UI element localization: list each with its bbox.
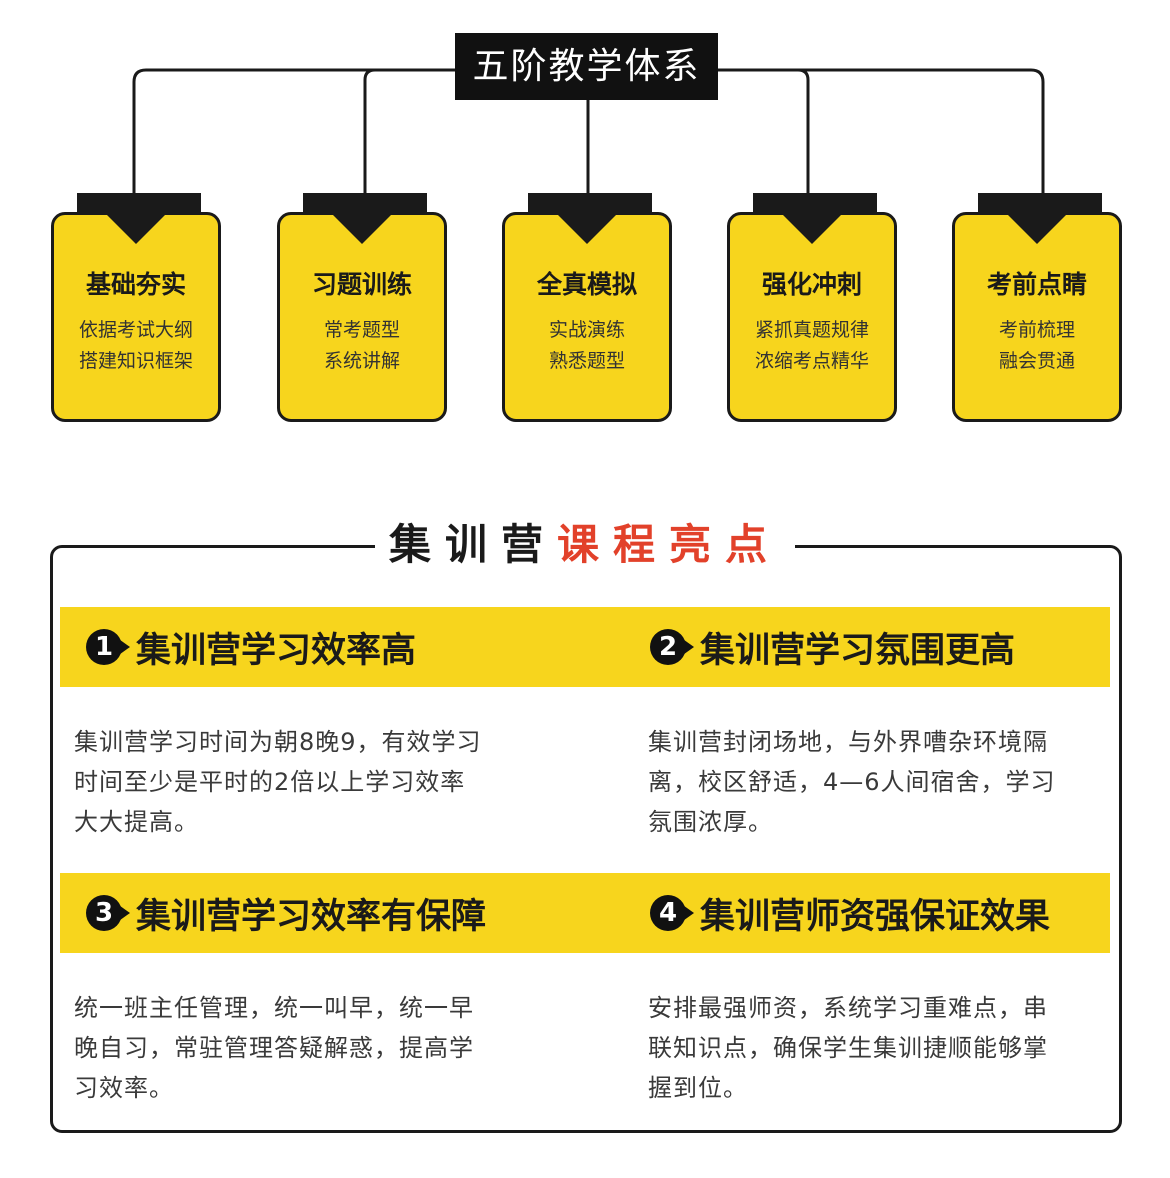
highlight-item-3-text: 统一班主任管理，统一叫早，统一早 晚自习，常驻管理答疑解惑，提高学 习效率。: [74, 988, 514, 1108]
badge-number: 3: [94, 898, 114, 928]
highlight-item-1-header: 1 集训营学习效率高: [86, 621, 416, 673]
highlight-text-line: 氛围浓厚。: [648, 808, 773, 836]
stage-desc-line: 系统讲解: [323, 350, 400, 372]
stage-desc-line: 熟悉题型: [548, 350, 625, 372]
highlight-item-3-header: 3 集训营学习效率有保障: [86, 887, 486, 939]
connector-left-outer: [132, 68, 455, 195]
stage-card-1: 基础夯实 依据考试大纲 搭建知识框架: [51, 193, 221, 422]
highlight-item-4-text: 安排最强师资，系统学习重难点，串 联知识点，确保学生集训捷顺能够掌 握到位。: [648, 988, 1088, 1108]
highlight-title: 集训营学习效率有保障: [136, 896, 487, 937]
heading-black-part: 集训营: [388, 520, 557, 569]
stage-desc-line: 搭建知识框架: [78, 350, 193, 372]
number-badge-icon: 1: [86, 629, 130, 665]
highlight-text-line: 大大提高。: [74, 808, 199, 836]
number-badge-icon: 3: [86, 895, 130, 931]
badge-number: 4: [658, 898, 678, 928]
highlight-text-line: 集训营封闭场地，与外界嘈杂环境隔: [648, 728, 1048, 756]
card-notch: [330, 212, 394, 244]
card-notch: [555, 212, 619, 244]
number-badge-icon: 2: [650, 629, 694, 665]
card-cap: [528, 193, 652, 215]
highlight-text-line: 离，校区舒适，4—6人间宿舍，学习: [648, 768, 1056, 796]
connector-right-inner: [718, 68, 810, 195]
highlight-item-2-text: 集训营封闭场地，与外界嘈杂环境隔 离，校区舒适，4—6人间宿舍，学习 氛围浓厚。: [648, 722, 1088, 842]
stage-card-2: 习题训练 常考题型 系统讲解: [277, 193, 447, 422]
highlight-text-line: 集训营学习时间为朝8晚9，有效学习: [74, 728, 482, 756]
card-cap: [753, 193, 877, 215]
highlight-text-line: 时间至少是平时的2倍以上学习效率: [74, 768, 466, 796]
stage-title: 全真模拟: [536, 270, 637, 299]
highlight-text-line: 握到位。: [648, 1074, 748, 1102]
stage-title: 考前点睛: [986, 270, 1087, 299]
stage-description: 紧抓真题规律 浓缩考点精华: [730, 315, 894, 377]
highlight-text-line: 统一班主任管理，统一叫早，统一早: [74, 994, 474, 1022]
stage-card-4: 强化冲刺 紧抓真题规律 浓缩考点精华: [727, 193, 897, 422]
connector-right-outer: [718, 68, 1045, 195]
highlight-item-1-text: 集训营学习时间为朝8晚9，有效学习 时间至少是平时的2倍以上学习效率 大大提高。: [74, 722, 514, 842]
stage-description: 常考题型 系统讲解: [280, 315, 444, 377]
highlight-title: 集训营师资强保证效果: [700, 896, 1051, 937]
highlight-band-bottom: [60, 873, 1110, 953]
highlight-title: 集训营学习氛围更高: [700, 630, 1016, 671]
card-notch: [104, 212, 168, 244]
stage-desc-line: 融会贯通: [998, 350, 1075, 372]
stage-title: 强化冲刺: [761, 270, 862, 299]
highlight-item-2-header: 2 集训营学习氛围更高: [650, 621, 1015, 673]
highlight-text-line: 习效率。: [74, 1074, 174, 1102]
highlights-heading: 集训营课程亮点: [375, 515, 795, 575]
badge-number: 2: [658, 632, 678, 662]
highlight-band-top: [60, 607, 1110, 687]
stage-desc-line: 考前梳理: [998, 319, 1075, 341]
highlight-text-line: 晚自习，常驻管理答疑解惑，提高学: [74, 1034, 474, 1062]
number-badge-icon: 4: [650, 895, 694, 931]
stage-description: 依据考试大纲 搭建知识框架: [54, 315, 218, 377]
highlight-text-line: 安排最强师资，系统学习重难点，串: [648, 994, 1048, 1022]
stage-desc-line: 浓缩考点精华: [754, 350, 869, 372]
card-cap: [978, 193, 1102, 215]
badge-number: 1: [94, 632, 114, 662]
stage-title: 基础夯实: [85, 270, 186, 299]
tree-root-title: 五阶教学体系: [455, 33, 718, 100]
stage-desc-line: 常考题型: [323, 319, 400, 341]
stage-card-3: 全真模拟 实战演练 熟悉题型: [502, 193, 672, 422]
card-notch: [1005, 212, 1069, 244]
stage-card-5: 考前点睛 考前梳理 融会贯通: [952, 193, 1122, 422]
stage-description: 考前梳理 融会贯通: [955, 315, 1119, 377]
stage-desc-line: 依据考试大纲: [78, 319, 193, 341]
card-cap: [303, 193, 427, 215]
highlight-text-line: 联知识点，确保学生集训捷顺能够掌: [648, 1034, 1048, 1062]
stage-title: 习题训练: [311, 270, 412, 299]
highlight-title: 集训营学习效率高: [136, 630, 417, 671]
highlight-item-4-header: 4 集训营师资强保证效果: [650, 887, 1050, 939]
connector-left-inner: [363, 68, 455, 195]
card-notch: [780, 212, 844, 244]
card-cap: [77, 193, 201, 215]
stage-desc-line: 实战演练: [548, 319, 625, 341]
tree-connectors: [132, 68, 1045, 195]
stage-description: 实战演练 熟悉题型: [505, 315, 669, 377]
stage-desc-line: 紧抓真题规律: [754, 319, 869, 341]
heading-red-part: 课程亮点: [557, 520, 782, 569]
